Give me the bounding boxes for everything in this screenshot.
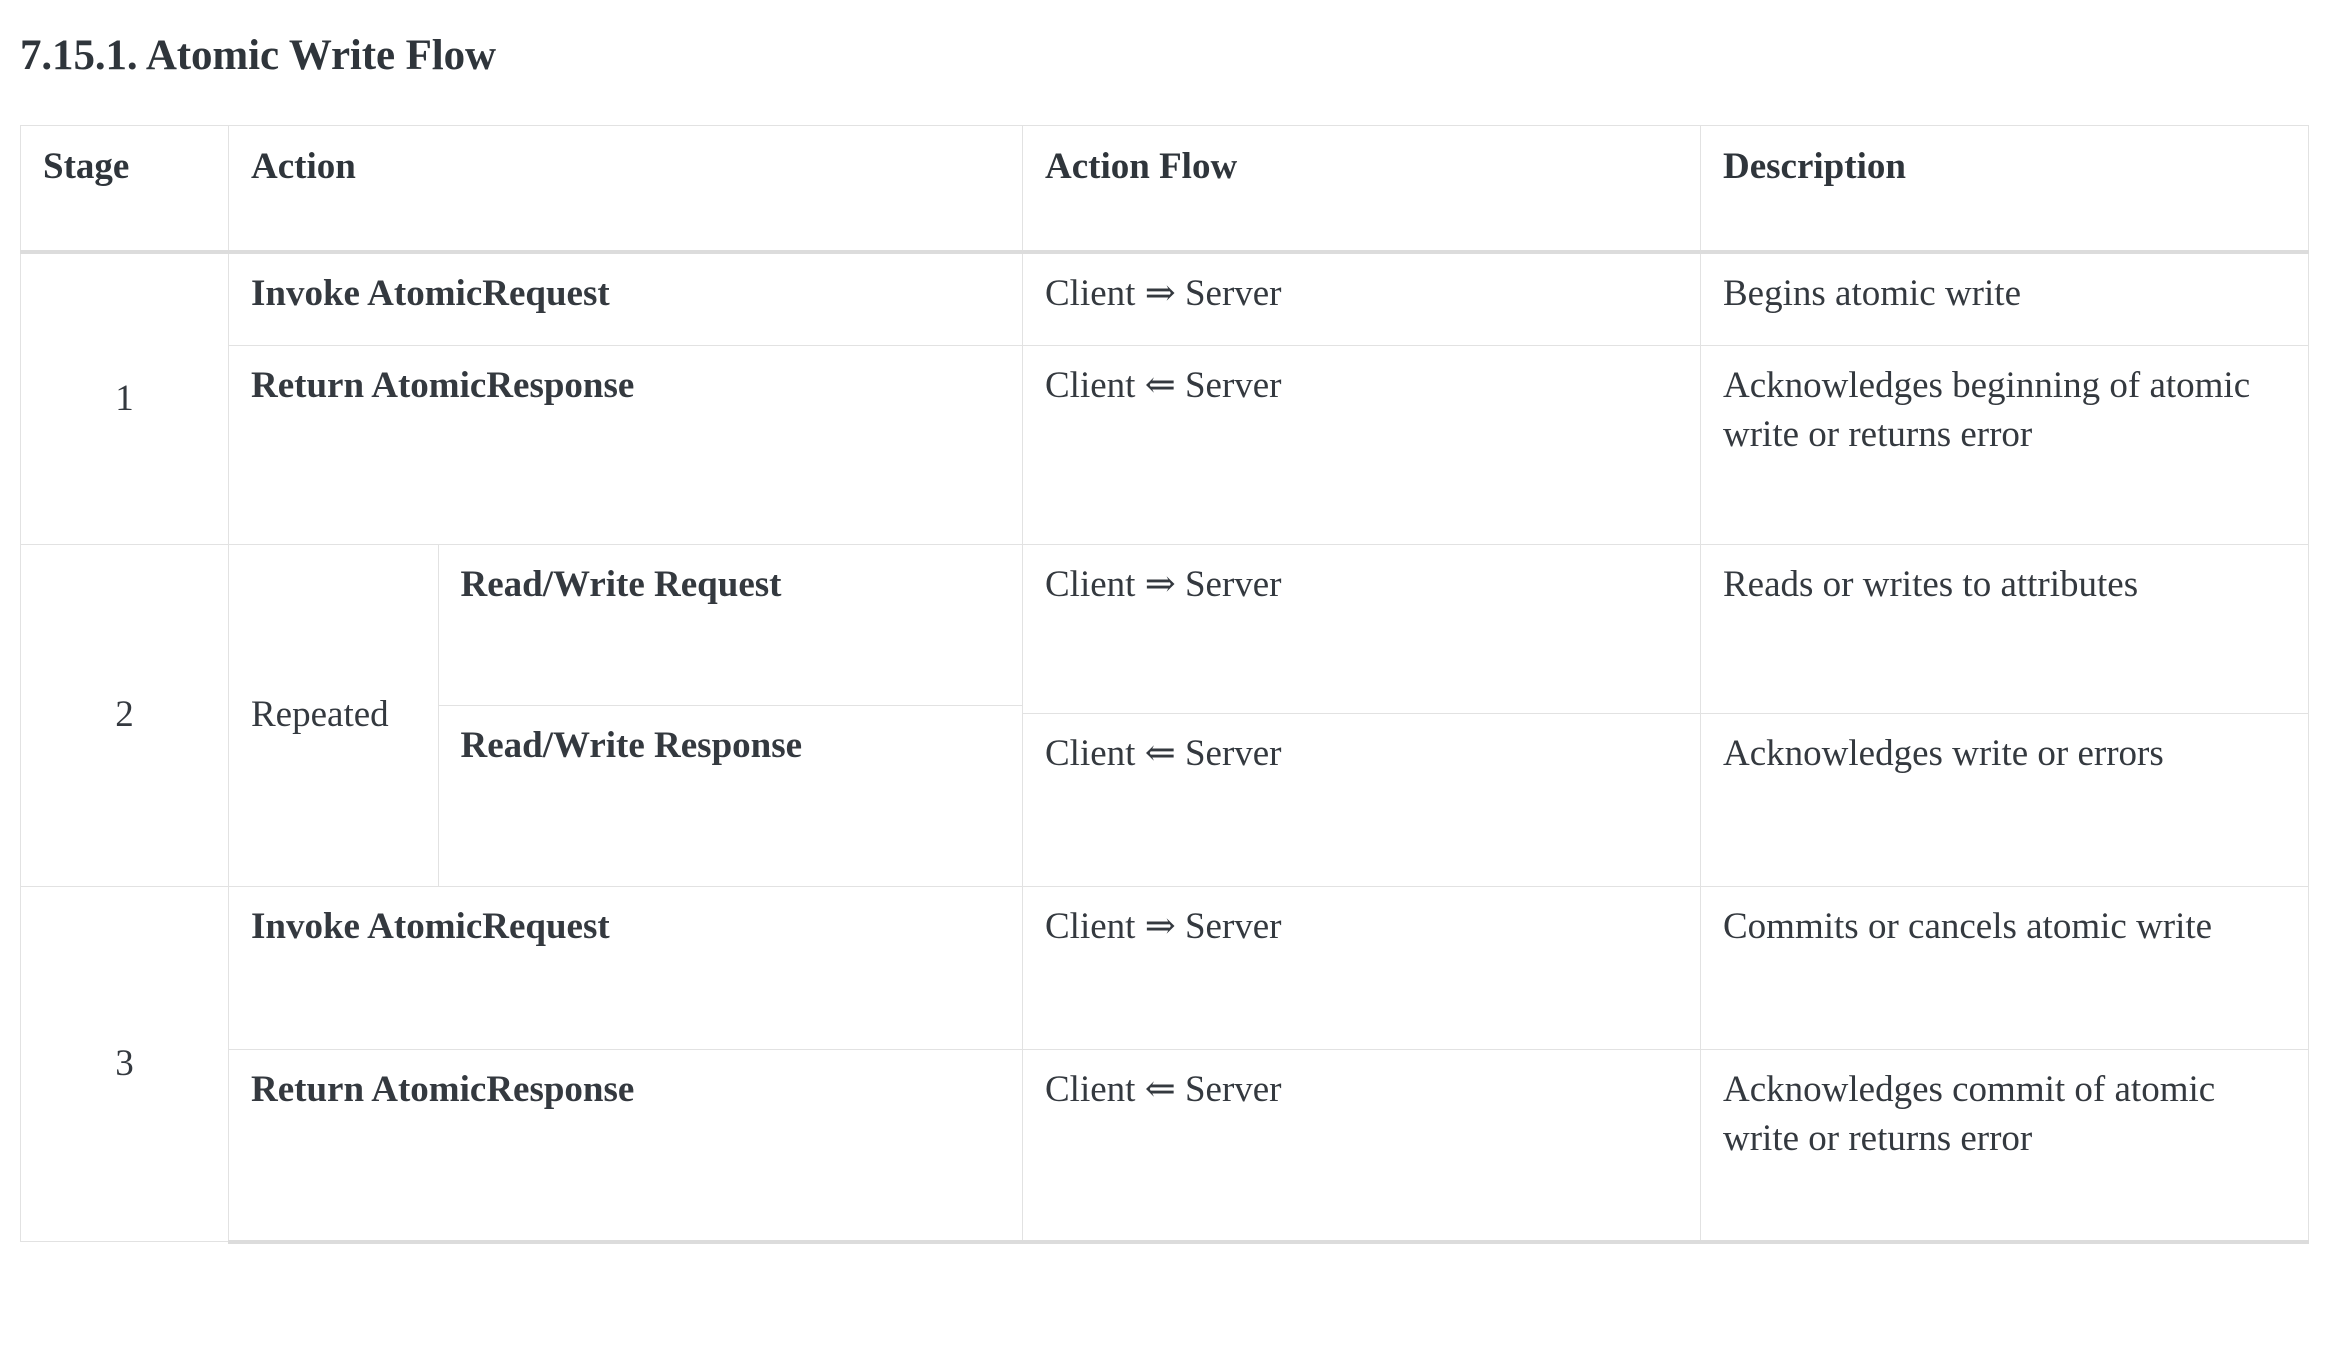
table-row: Repeated Read/Write Request: [229, 544, 1023, 886]
action-flow-label: Client ⇒ Server: [1045, 905, 1282, 947]
stage-number-cell: 1: [20, 251, 229, 545]
action-flow-label: Client ⇐ Server: [1045, 733, 1282, 775]
action-flow-label: Client ⇒ Server: [1045, 563, 1282, 605]
repeated-label: Repeated: [251, 693, 389, 735]
action-label: Return AtomicResponse: [251, 1068, 635, 1110]
action-label: Return AtomicResponse: [251, 364, 635, 406]
table-row: Read/Write Response: [229, 704, 1023, 886]
repeated-label-cell: Repeated: [229, 544, 439, 886]
stage-number-cell: 3: [20, 885, 229, 1243]
action-label: Invoke AtomicRequest: [251, 905, 610, 947]
action-cell: Return AtomicResponse: [228, 1048, 1023, 1244]
stage-number-cell: 2: [20, 543, 229, 887]
action-flow-cell: Client ⇒ Server: [1022, 885, 1701, 1050]
column-header-description: Description: [1700, 125, 2309, 254]
action-label: Invoke AtomicRequest: [251, 273, 610, 314]
description-text: Acknowledges beginning of atomic write o…: [1723, 364, 2251, 455]
table-row: Return AtomicResponse Client ⇐ Server Ac…: [21, 1048, 2309, 1244]
table-body: 1 Invoke AtomicRequest Client ⇒ Server B…: [20, 251, 2309, 1244]
action-label: Read/Write Request: [460, 563, 782, 605]
description-text: Commits or cancels atomic write: [1723, 905, 2213, 947]
action-flow-cell: Client ⇒ Server: [1022, 543, 1701, 715]
description-text: Begins atomic write: [1723, 273, 2021, 314]
action-label: Read/Write Response: [460, 724, 803, 766]
table-row: 2 Repeated: [20, 543, 2309, 887]
description-text: Reads or writes to attrib­utes: [1723, 563, 2139, 605]
column-header-stage: Stage: [20, 125, 229, 254]
table-row: Return AtomicResponse Client ⇐ Server Ac…: [21, 344, 2309, 545]
table-row: Client ⇐ Server Acknowledges write or er…: [21, 713, 2309, 887]
page-title: 7.15.1. Atomic Write Flow: [20, 31, 497, 79]
table-row: 3 Invoke AtomicRequest Client ⇒ Server C…: [20, 885, 2309, 1243]
description-cell: Acknowledges write or errors: [1700, 713, 2309, 887]
action-cell: Read/Write Response: [437, 704, 1023, 886]
description-cell: Acknowledges commit of atomic write or r…: [1700, 1048, 2309, 1244]
atomic-write-flow-table: Stage Action Action Flow Description 1 I…: [20, 125, 2309, 1244]
column-header-action-flow: Action Flow: [1022, 125, 1701, 254]
action-flow-cell: Client ⇐ Server: [1022, 344, 1701, 545]
action-flow-label: Client ⇐ Server: [1045, 1068, 1282, 1110]
description-cell: Reads or writes to attrib­utes: [1700, 543, 2309, 715]
repeated-group-cell: Repeated Read/Write Request Read/Write R…: [228, 544, 1023, 887]
action-flow-cell: Client ⇒ Server: [1022, 251, 1701, 346]
action-flow-label: Client ⇒ Server: [1045, 273, 1282, 314]
description-cell: Begins atomic write: [1700, 251, 2309, 346]
action-cell: Return AtomicResponse: [228, 344, 1023, 545]
table-row: 1 Invoke AtomicRequest Client ⇒ Server B…: [20, 251, 2309, 545]
action-cell: Read/Write Request: [437, 544, 1023, 706]
action-flow-cell: Client ⇐ Server: [1022, 1048, 1701, 1244]
action-cell: Invoke AtomicRequest: [228, 251, 1023, 346]
description-text: Acknowledges write or errors: [1723, 733, 2164, 775]
repeated-subtable: Repeated Read/Write Request Read/Write R…: [229, 544, 1023, 886]
action-flow-label: Client ⇐ Server: [1045, 364, 1282, 406]
header-row: Stage Action Action Flow Description: [20, 125, 2309, 254]
description-cell: Commits or cancels atomic write: [1700, 885, 2309, 1050]
action-cell: Invoke AtomicRequest: [228, 885, 1023, 1050]
column-header-action: Action: [228, 125, 1023, 254]
description-cell: Acknowledges beginning of atomic write o…: [1700, 344, 2309, 545]
table-header: Stage Action Action Flow Description: [20, 125, 2309, 254]
description-text: Acknowledges commit of atomic write or r…: [1723, 1068, 2216, 1159]
action-flow-cell: Client ⇐ Server: [1022, 713, 1701, 887]
